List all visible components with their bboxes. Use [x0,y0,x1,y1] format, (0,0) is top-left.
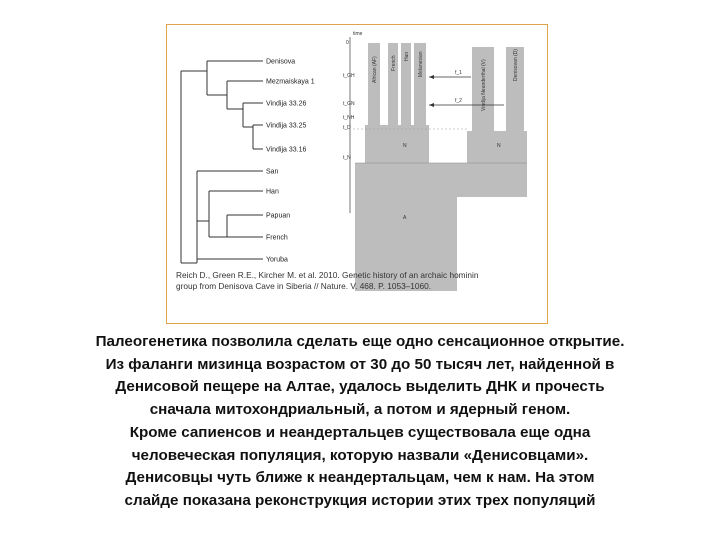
time-axis-label: time [353,31,363,37]
block-label: N [497,143,501,149]
time-tick: t_D [343,125,351,131]
block-label: N [403,143,407,149]
vindija-column [472,47,494,133]
leaf-label: Yoruba [266,257,288,264]
leaf-label: Vindija 33.16 [266,147,306,154]
column-label: African (AF) [372,56,378,83]
time-tick: t_GH [343,73,355,79]
time-zero-label: 0 [346,40,349,46]
slide-caption: Палеогенетика позволила сделать еще одно… [20,331,700,513]
citation-line: group from Denisova Cave in Siberia // N… [176,281,432,291]
caption-line: слайде показана реконструкция истории эт… [124,491,596,509]
leaf-label: French [266,235,288,242]
block-label: A [403,215,407,221]
phylogenetic-tree [180,60,263,264]
figure-citation: Reich D., Green R.E., Kircher M. et al. … [176,270,536,292]
population-model: time 0 t_GH t_GN t_NH t_D t_N [343,31,527,291]
flow-label: f_2 [455,98,462,104]
african-column [368,43,380,127]
arrow-head-icon [429,75,434,79]
leaf-label: San [266,169,279,176]
time-tick: t_GN [343,101,355,107]
modern-human-block [365,125,429,163]
caption-line: Кроме сапиенсов и неандертальцев существ… [129,423,591,441]
column-label: Denisovan (D) [513,49,519,81]
column-label: Vindija Neanderthal (V) [481,59,487,111]
leaf-label: Han [266,189,279,196]
leaf-label: Denisova [266,59,295,66]
melanesian-column [414,43,426,125]
ancestral-population-block [355,163,527,291]
caption-line: Палеогенетика позволила сделать еще одно… [95,333,625,350]
french-column [388,43,398,125]
phylogeny-diagram: Denisova Mezmaiskaya 1 Vindija 33.26 Vin… [180,31,527,291]
figure-panel: Denisova Mezmaiskaya 1 Vindija 33.26 Vin… [166,24,548,324]
time-tick: t_N [343,155,351,161]
caption-line: Из фаланги мизинца возрастом от 30 до 50… [105,355,615,373]
caption-line: Денисовой пещере на Алтае, удалось выдел… [115,378,605,396]
column-label: Han [404,52,410,61]
leaf-label: Papuan [266,213,290,220]
caption-line: человеческая популяция, которую назвали … [131,446,589,464]
flow-label: f_1 [455,70,462,76]
caption-line: сначала митохондриальный, а потом и ядер… [149,401,571,419]
leaf-label: Vindija 33.25 [266,123,306,130]
leaf-label: Vindija 33.26 [266,101,306,108]
tree-leaf-labels: Denisova Mezmaiskaya 1 Vindija 33.26 Vin… [266,59,315,264]
caption-line: Денисовцы чуть ближе к неандертальцам, ч… [125,469,595,487]
citation-line: Reich D., Green R.E., Kircher M. et al. … [176,270,479,280]
column-label: Melanesian [418,51,424,77]
time-tick: t_NH [343,115,355,121]
denisovan-column [506,47,524,133]
arrow-head-icon [429,103,434,107]
column-label: French [391,55,397,71]
leaf-label: Mezmaiskaya 1 [266,79,315,86]
han-column [401,43,411,125]
archaic-block [467,131,527,163]
